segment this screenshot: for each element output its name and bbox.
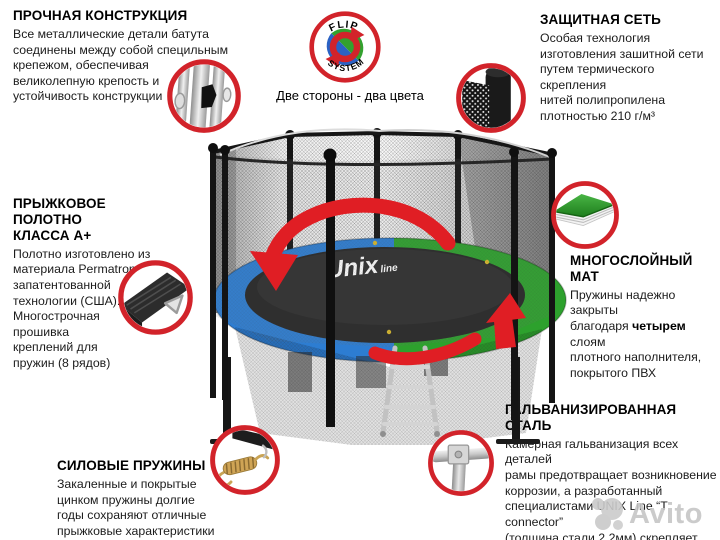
watermark: Avito <box>591 496 703 532</box>
callout-frame-pad-title: МНОГОСЛОЙНЫЙ МАТ <box>570 253 693 284</box>
t-connector-icon <box>428 430 494 496</box>
callout-jumping-mat-title: ПРЫЖКОВОЕ ПОЛОТНО КЛАССА А+ <box>13 196 106 243</box>
frame-pad-body-bold: четырем <box>632 319 686 334</box>
callout-springs-body: Закаленные и покрытые цинком пружины дол… <box>57 476 215 540</box>
mat-stitching-icon <box>118 260 193 335</box>
watermark-brand-text: Avito <box>629 497 703 530</box>
spring-icon <box>210 425 280 495</box>
flip-caption: Две стороны - два цвета <box>276 88 424 103</box>
callout-steel: ГАЛЬВАНИЗИРОВАННАЯ СТАЛЬ Камерная гальва… <box>505 402 717 540</box>
pad-layers-icon <box>551 181 619 249</box>
flip-system-logo-icon: FLIP SYSTEM <box>309 11 381 83</box>
callout-construction-title: ПРОЧНАЯ КОНСТРУКЦИЯ <box>13 8 188 23</box>
callout-springs-title: СИЛОВЫЕ ПРУЖИНЫ <box>57 458 206 473</box>
avito-logo-icon <box>592 498 623 530</box>
mat-edge-badge <box>117 259 194 341</box>
callout-springs: СИЛОВЫЕ ПРУЖИНЫ Закаленные и покрытые ци… <box>57 458 243 540</box>
trampoline-illustration: Unixline <box>208 128 567 445</box>
callout-jumping-mat-body: Полотно изготовлено из материала Permatr… <box>13 246 153 371</box>
net-roll-badge <box>455 62 527 139</box>
callout-net: ЗАЩИТНАЯ СЕТЬ Особая технология изготовл… <box>540 12 720 125</box>
callout-frame-pad-body: Пружины надежно закрыты благодаря четыре… <box>570 288 720 382</box>
pad-layers-badge <box>550 180 620 255</box>
spring-badge <box>209 424 281 501</box>
flip-system-logo: FLIP SYSTEM <box>308 10 382 89</box>
t-connector-badge <box>427 429 495 502</box>
enclosure-poles-front <box>208 143 557 427</box>
callout-jumping-mat: ПРЫЖКОВОЕ ПОЛОТНО КЛАССА А+ Полотно изго… <box>13 196 163 372</box>
net-texture-icon <box>456 63 526 133</box>
callout-construction: ПРОЧНАЯ КОНСТРУКЦИЯ Все металлические де… <box>13 8 251 105</box>
pole-fastener-icon <box>167 59 241 133</box>
callout-construction-body: Все металлические детали батута соединен… <box>13 26 229 104</box>
callout-net-title: ЗАЩИТНАЯ СЕТЬ <box>540 12 661 27</box>
frame-pad-body-pre: Пружины надежно закрыты благодаря <box>570 287 676 334</box>
pole-fastener-badge <box>166 58 242 139</box>
callout-frame-pad: МНОГОСЛОЙНЫЙ МАТ Пружины надежно закрыты… <box>570 253 720 382</box>
net-top-rail-back <box>212 130 555 157</box>
flip-arrows <box>250 197 526 366</box>
frame-pad-body-post: слоям плотного наполнителя, покрытого ПВ… <box>570 334 702 380</box>
callout-net-body: Особая технология изготовления зашитной … <box>540 30 704 123</box>
flip-cycle-arrows <box>329 31 361 63</box>
callout-steel-body: Камерная гальванизация всех деталей рамы… <box>505 436 717 540</box>
